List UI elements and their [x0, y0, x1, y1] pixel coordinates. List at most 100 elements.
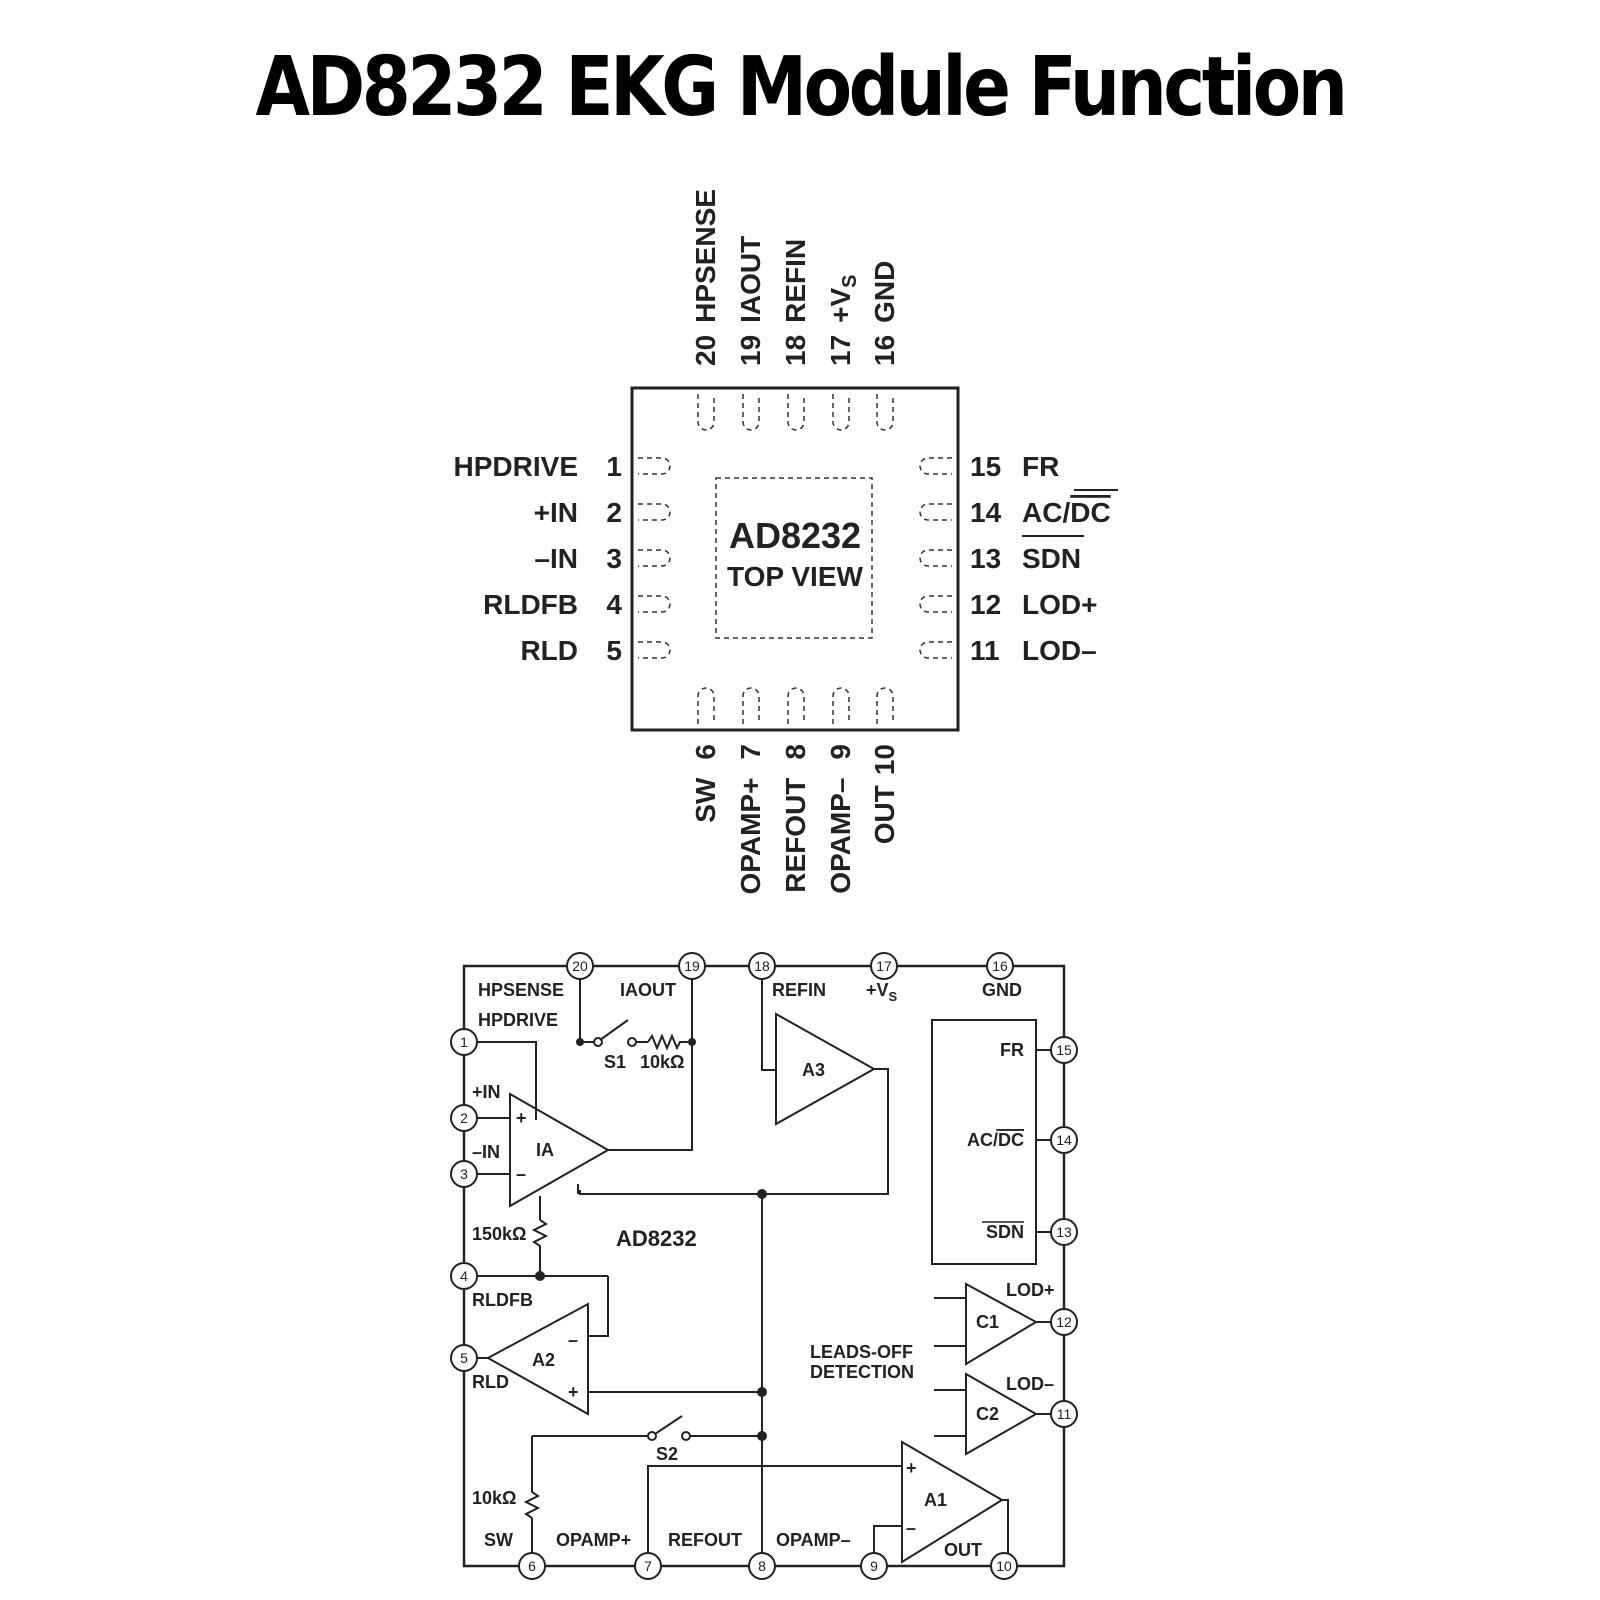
comparator-wires [934, 1297, 1051, 1437]
exposed-pad [715, 477, 873, 639]
lbl-refin: REFIN [772, 980, 826, 1000]
pin-10-label: OUT10 [869, 744, 900, 844]
rsw-label: 10kΩ [472, 1488, 516, 1508]
pin-1-name: HPDRIVE [454, 451, 578, 482]
pin-circle-12-number: 12 [1056, 1314, 1072, 1330]
pin-20-label: 20HPSENSE [690, 189, 721, 366]
pin-circle-6: 6 [518, 1552, 546, 1580]
pin-circle-4: 4 [450, 1262, 478, 1290]
pin-circle-7: 7 [634, 1552, 662, 1580]
a1-plus-sign: + [906, 1458, 917, 1478]
pin-circle-9: 9 [860, 1552, 888, 1580]
pin-circle-10: 10 [990, 1552, 1018, 1580]
a2-label: A2 [532, 1350, 555, 1370]
a1-amplifier [901, 1440, 1004, 1564]
pin-19-label: 19IAOUT [735, 236, 766, 366]
lbl-rldfb: RLDFB [472, 1290, 533, 1310]
pin-circle-16-number: 16 [992, 958, 1008, 974]
ia-label: IA [536, 1140, 554, 1160]
pin-circle-9-number: 9 [870, 1558, 878, 1574]
ia-minus-sign: – [516, 1164, 526, 1184]
pin-circle-16: 16 [986, 952, 1014, 980]
a2-amplifier [485, 1302, 589, 1416]
pin-circle-19-number: 19 [684, 958, 700, 974]
pin-circle-1-number: 1 [460, 1034, 468, 1050]
pin-circle-15-number: 15 [1056, 1042, 1072, 1058]
c2-comparator [965, 1372, 1039, 1456]
pin-circle-20: 20 [566, 952, 594, 980]
pin-13-name: SDN [1022, 543, 1081, 574]
pin-15-name: FR [1022, 451, 1059, 482]
pin-circle-13-number: 13 [1056, 1224, 1072, 1240]
package-chip-name: AD8232 [729, 515, 861, 556]
lbl-vs: +VS [866, 980, 898, 1004]
pin-2-name: +IN [534, 497, 578, 528]
pin-circle-14: 14 [1050, 1126, 1078, 1154]
pin-circle-14-number: 14 [1056, 1132, 1072, 1148]
pin-circle-8-number: 8 [758, 1558, 766, 1574]
lbl-fr: FR [1000, 1040, 1024, 1060]
lbl-lod-minus: LOD– [1006, 1374, 1054, 1394]
pin-circle-19: 19 [678, 952, 706, 980]
pin-circle-17: 17 [870, 952, 898, 980]
wires: 150kΩ 10kΩ S2 [472, 979, 1009, 1553]
ia-plus-sign: + [516, 1108, 527, 1128]
pin-circle-18-number: 18 [754, 958, 770, 974]
page-title: AD8232 EKG Module Function [255, 40, 1347, 135]
pin-circle-12: 12 [1050, 1308, 1078, 1336]
bottom-pin-labels: SW6 OPAMP+7 REFOUT8 OPAMP–9 OUT10 [690, 744, 900, 895]
pin-circle-13: 13 [1050, 1218, 1078, 1246]
pin-circle-5-number: 5 [460, 1350, 468, 1366]
pin-14-number: 14 [970, 497, 1002, 528]
lbl-iaout: IAOUT [620, 980, 676, 1000]
pin-7-label: OPAMP+7 [735, 744, 766, 895]
pin-circle-20-number: 20 [572, 958, 588, 974]
pin-circle-15: 15 [1050, 1036, 1078, 1064]
c1-comparator [965, 1282, 1039, 1366]
pin-3-name: –IN [534, 543, 578, 574]
lbl-acdc: AC/DC [967, 1130, 1024, 1150]
lbl-sw: SW [484, 1530, 513, 1550]
left-pads [638, 457, 671, 659]
pin-circle-7-number: 7 [644, 1558, 652, 1574]
pin-circle-6-number: 6 [528, 1558, 536, 1574]
pin-circle-11: 11 [1050, 1400, 1078, 1428]
lbl-hpsense: HPSENSE [478, 980, 564, 1000]
pin-5-name: RLD [520, 635, 578, 666]
pin-circle-3: 3 [450, 1160, 478, 1188]
pin-18-label: 18REFIN [780, 239, 811, 366]
s2-label: S2 [656, 1444, 678, 1464]
pin-5-number: 5 [606, 635, 622, 666]
a2-plus-sign: + [568, 1382, 579, 1402]
pin-circle-5: 5 [450, 1344, 478, 1372]
lbl-leads-off-2: DETECTION [810, 1362, 914, 1382]
pin-3-number: 3 [606, 543, 622, 574]
lbl-leads-off-1: LEADS-OFF [810, 1342, 913, 1362]
pin-circle-4-number: 4 [460, 1268, 468, 1284]
pin-2-number: 2 [606, 497, 622, 528]
lbl-opamp-plus: OPAMP+ [556, 1530, 631, 1550]
pin-14-name: AC/DC [1022, 497, 1111, 528]
pin-15-number: 15 [970, 451, 1001, 482]
lbl-in-minus: –IN [472, 1142, 500, 1162]
pin-12-name: LOD+ [1022, 589, 1097, 620]
pin-circles: 20 19 18 17 16 1 2 3 4 5 6 7 8 9 10 15 1… [450, 952, 1078, 1580]
right-pin-labels: 15 FR 14 AC/DC 13 SDN 12 LOD+ 11 LOD– [970, 451, 1118, 666]
lbl-gnd: GND [982, 980, 1022, 1000]
pin-13-number: 13 [970, 543, 1001, 574]
bottom-pads [697, 687, 894, 724]
lbl-refout: REFOUT [668, 1530, 742, 1550]
r-s1-label: 10kΩ [640, 1052, 684, 1072]
pin-circle-11-number: 11 [1057, 1406, 1072, 1422]
lbl-lod-plus: LOD+ [1006, 1280, 1055, 1300]
block-chip-name: AD8232 [616, 1226, 697, 1251]
pin-12-number: 12 [970, 589, 1001, 620]
pin-circle-8: 8 [748, 1552, 776, 1580]
control-logic-box [931, 1019, 1037, 1265]
a1-label: A1 [924, 1490, 947, 1510]
pin-circle-1: 1 [450, 1028, 478, 1056]
pin-circle-2-number: 2 [460, 1110, 468, 1126]
pin-4-number: 4 [606, 589, 622, 620]
